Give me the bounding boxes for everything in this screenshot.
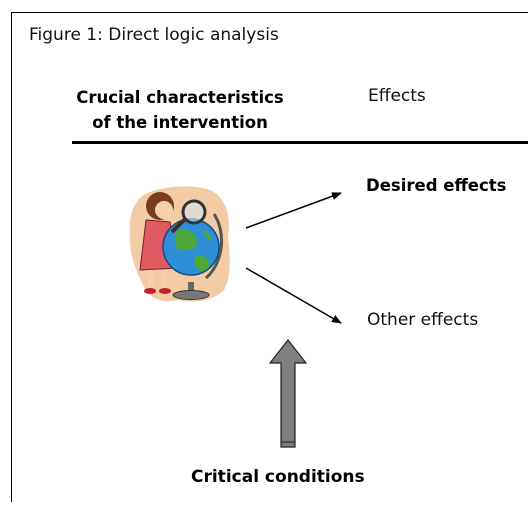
desired-effects-label: Desired effects xyxy=(366,176,507,195)
arrow-to-other-effects xyxy=(245,267,342,324)
girl-with-globe-icon xyxy=(129,186,230,302)
figure-title: Figure 1: Direct logic analysis xyxy=(29,25,279,45)
column-header-effects: Effects xyxy=(368,86,426,106)
header-divider xyxy=(72,141,528,144)
other-effects-label: Other effects xyxy=(367,310,479,330)
conditions-block-arrow xyxy=(268,339,308,448)
figure-frame xyxy=(11,12,528,502)
critical-conditions-label: Critical conditions xyxy=(191,467,365,487)
arrow-to-desired-effects xyxy=(245,192,342,229)
column-header-characteristics: Crucial characteristics of the intervent… xyxy=(60,85,300,135)
column-header-line-1: Crucial characteristics xyxy=(76,88,284,107)
column-header-line-2: of the intervention xyxy=(92,113,268,132)
